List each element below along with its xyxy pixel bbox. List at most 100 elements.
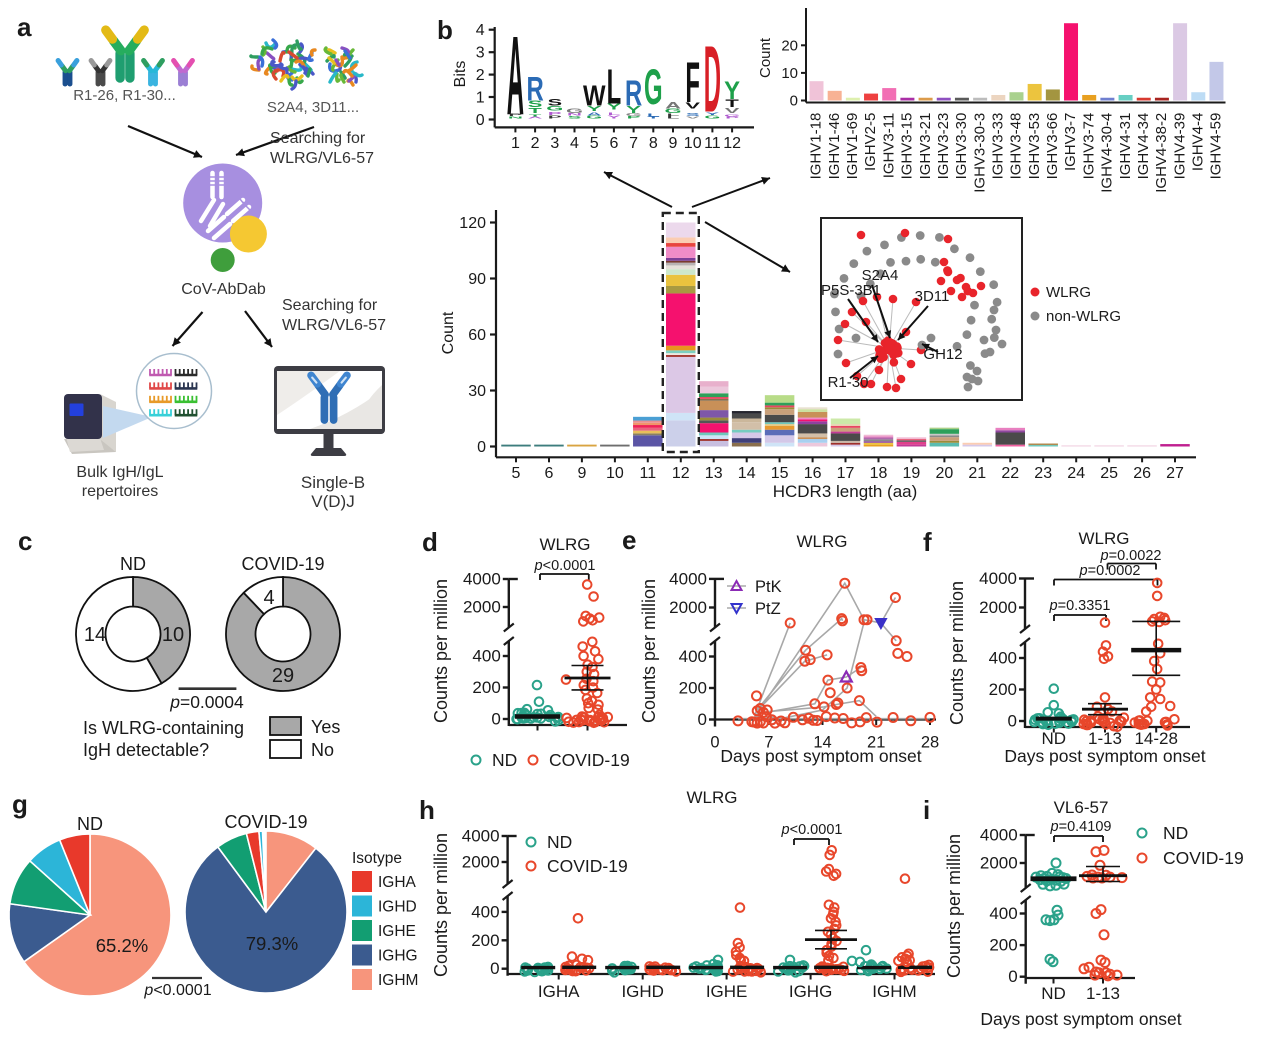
svg-text:29: 29 (272, 665, 294, 687)
svg-text:IGHV1-18: IGHV1-18 (808, 113, 825, 180)
svg-text:IGHV2-5: IGHV2-5 (862, 113, 879, 171)
svg-text:IGHM: IGHM (872, 982, 916, 1001)
svg-text:ND: ND (120, 554, 146, 574)
svg-text:27: 27 (1166, 465, 1184, 482)
svg-text:IGHV4-31: IGHV4-31 (1117, 113, 1134, 180)
svg-text:V: V (685, 100, 700, 110)
svg-text:IGHA: IGHA (378, 874, 417, 891)
svg-text:12: 12 (723, 135, 741, 152)
svg-text:0: 0 (710, 734, 719, 752)
svg-text:IGHV3-74: IGHV3-74 (1080, 113, 1097, 180)
svg-text:COVID-19: COVID-19 (241, 554, 324, 574)
svg-text:3: 3 (550, 135, 559, 152)
svg-text:IGHV3-33: IGHV3-33 (990, 113, 1007, 180)
svg-text:G: G (644, 60, 663, 116)
svg-text:Y: Y (706, 112, 720, 116)
svg-text:p=0.0002: p=0.0002 (1079, 563, 1141, 579)
svg-text:p<0.0001: p<0.0001 (143, 982, 211, 999)
svg-text:h: h (419, 795, 435, 825)
svg-text:e: e (622, 525, 636, 555)
svg-text:PtZ: PtZ (755, 600, 781, 618)
svg-text:Days post symptom onset: Days post symptom onset (980, 1009, 1181, 1029)
svg-text:18: 18 (870, 465, 888, 482)
svg-text:65.2%: 65.2% (96, 935, 148, 956)
svg-text:400: 400 (679, 647, 707, 666)
svg-text:WLRG/VL6-57: WLRG/VL6-57 (282, 317, 386, 334)
svg-text:G: G (626, 112, 642, 117)
svg-text:4: 4 (263, 587, 274, 609)
svg-text:IGHV3-23: IGHV3-23 (935, 113, 952, 180)
svg-text:4000: 4000 (979, 569, 1017, 588)
svg-text:79.3%: 79.3% (246, 933, 298, 954)
svg-text:4000: 4000 (462, 827, 500, 846)
svg-text:d: d (422, 527, 438, 557)
svg-text:14: 14 (84, 624, 106, 646)
svg-text:19: 19 (903, 465, 921, 482)
svg-text:g: g (12, 789, 28, 819)
svg-text:200: 200 (472, 678, 500, 697)
svg-text:p<0.0001: p<0.0001 (534, 558, 596, 574)
svg-text:L: L (647, 112, 660, 118)
svg-text:ND: ND (492, 750, 517, 770)
svg-text:Count: Count (440, 311, 457, 354)
svg-text:WLRG/VL6-57: WLRG/VL6-57 (270, 150, 374, 167)
svg-text:R1-30: R1-30 (828, 374, 869, 391)
svg-text:COVID-19: COVID-19 (1163, 848, 1244, 868)
svg-text:0: 0 (1008, 967, 1017, 986)
svg-text:p=0.3351: p=0.3351 (1049, 598, 1111, 614)
svg-text:4000: 4000 (669, 569, 707, 588)
svg-text:22: 22 (1001, 465, 1019, 482)
svg-text:11: 11 (704, 135, 721, 152)
svg-text:IGHV4-39: IGHV4-39 (1171, 113, 1188, 180)
svg-text:2000: 2000 (979, 598, 1017, 617)
svg-text:Counts per million: Counts per million (431, 579, 451, 723)
svg-text:2: 2 (476, 67, 485, 84)
svg-text:IGHV3-11: IGHV3-11 (880, 113, 897, 179)
svg-text:13: 13 (705, 465, 723, 482)
svg-text:WLRG: WLRG (1079, 529, 1130, 548)
svg-text:ND: ND (1163, 823, 1188, 843)
svg-text:Count: Count (757, 37, 774, 78)
svg-text:IGHV3-21: IGHV3-21 (917, 113, 934, 180)
svg-text:14: 14 (738, 465, 756, 482)
svg-text:6: 6 (545, 465, 554, 482)
svg-text:A: A (507, 14, 524, 140)
svg-text:p=0.0022: p=0.0022 (1100, 548, 1162, 564)
svg-text:L: L (608, 112, 621, 116)
svg-text:p=0.4109: p=0.4109 (1050, 819, 1112, 835)
svg-text:Single-B: Single-B (301, 473, 365, 492)
svg-text:IGHV1-69: IGHV1-69 (844, 113, 861, 180)
svg-text:ND: ND (547, 832, 572, 852)
svg-text:IGHV3-66: IGHV3-66 (1044, 113, 1061, 180)
svg-text:Searching for: Searching for (282, 297, 378, 314)
svg-text:IGHE: IGHE (378, 923, 416, 940)
svg-text:i: i (923, 795, 930, 825)
svg-text:b: b (437, 15, 453, 45)
svg-text:IgH detectable?: IgH detectable? (83, 740, 209, 760)
svg-text:23: 23 (1034, 465, 1052, 482)
svg-text:16: 16 (804, 465, 822, 482)
svg-text:3D11: 3D11 (915, 288, 950, 305)
svg-text:P: P (548, 111, 562, 116)
svg-text:30: 30 (468, 383, 486, 400)
svg-text:P: P (509, 113, 523, 117)
svg-text:4000: 4000 (463, 570, 501, 589)
svg-text:Is WLRG-containing: Is WLRG-containing (83, 718, 244, 738)
svg-text:COVID-19: COVID-19 (224, 812, 307, 832)
svg-text:No: No (311, 740, 334, 760)
svg-text:20: 20 (936, 465, 954, 482)
svg-text:Y: Y (607, 102, 622, 112)
svg-text:15: 15 (771, 465, 789, 482)
svg-text:WLRG: WLRG (797, 532, 848, 551)
svg-text:S: S (686, 112, 700, 117)
svg-text:IGHG: IGHG (378, 948, 418, 965)
svg-text:5: 5 (590, 135, 599, 152)
svg-text:p=0.0004: p=0.0004 (169, 692, 244, 712)
svg-text:VL6-57: VL6-57 (1054, 798, 1109, 817)
svg-text:2: 2 (531, 135, 540, 152)
svg-text:7: 7 (629, 135, 638, 152)
svg-text:CoV-AbDab: CoV-AbDab (181, 281, 266, 298)
svg-text:S2A4, 3D11...: S2A4, 3D11... (267, 99, 359, 116)
svg-text:Counts per million: Counts per million (944, 834, 964, 978)
svg-text:p<0.0001: p<0.0001 (781, 822, 843, 838)
